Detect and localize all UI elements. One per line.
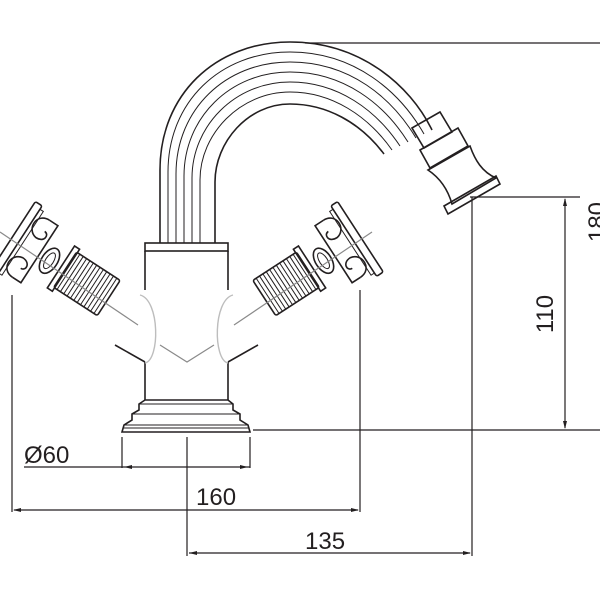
right-handle — [252, 201, 384, 316]
dimension-lines — [11, 42, 600, 556]
dimension-spout-reach: 135 — [305, 528, 346, 555]
dimension-handle-span: 160 — [196, 484, 237, 511]
right-handle-axis — [233, 231, 373, 326]
body — [114, 242, 259, 400]
spout — [159, 41, 502, 243]
dimension-base-diameter: Ø60 — [24, 442, 70, 469]
dimension-outlet-height: 110 — [532, 294, 560, 334]
left-handle-axis — [0, 231, 139, 326]
dimension-total-height: 180 — [584, 201, 600, 243]
base — [120, 399, 252, 433]
left-handle — [0, 201, 121, 316]
